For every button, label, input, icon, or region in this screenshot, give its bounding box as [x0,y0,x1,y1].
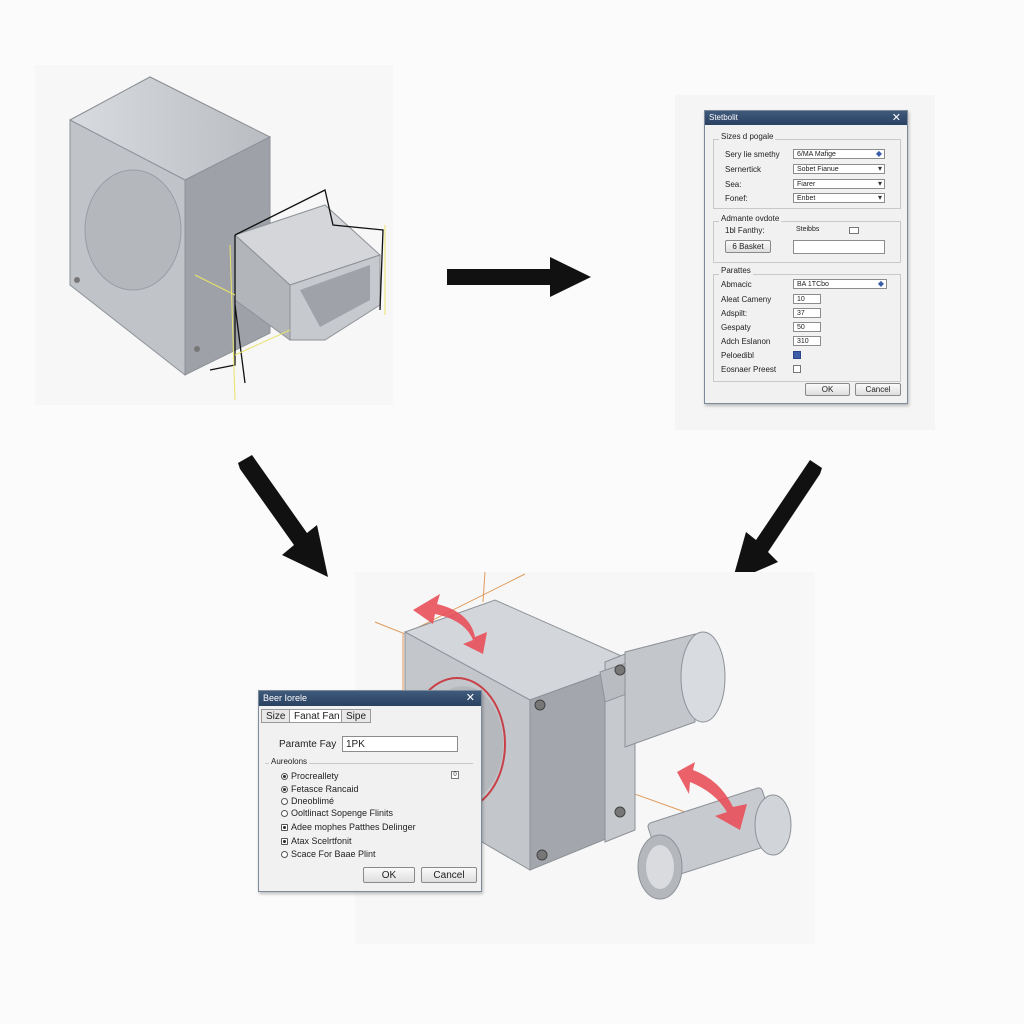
ok-button[interactable]: OK [363,867,415,883]
group-advanced-title: Admante ovdote [719,214,782,223]
row-label: Gespaty [721,323,751,332]
group-options [265,763,473,868]
basket-button[interactable]: 6 Basket [725,240,771,253]
dropdown-field[interactable]: Fiarer [793,179,885,189]
parameter-dialog[interactable]: Beer Iorele ✕ Size Fanat Fan Sipe Paramt… [258,690,482,892]
dialog-title: Stetbolit [709,113,738,122]
checkbox[interactable] [281,838,288,846]
group-parameters [713,274,901,382]
group-options-title: Aureolons [269,757,310,766]
check-label: Eosnaer Preest [721,365,777,374]
side-checkbox[interactable]: 0 [451,771,459,779]
option-label: Adee mophes Patthes Delinger [291,822,416,832]
row-label: Adch Eslanon [721,337,771,346]
radio-button[interactable] [281,798,288,806]
checkbox[interactable] [793,351,801,359]
group-size [713,139,901,209]
cancel-button[interactable]: Cancel [855,383,901,396]
arrow-down-right-icon [238,455,328,577]
row-label: Sea: [725,180,742,189]
param-label: Paramte Fay [279,739,337,750]
cad-model-original[interactable] [35,65,393,405]
radio-button[interactable] [281,773,288,781]
radio-button[interactable] [281,810,288,818]
option-item[interactable]: Adee mophes Patthes Delinger [281,822,416,832]
number-field[interactable]: 310 [793,336,821,346]
duct-housing-illustration [68,76,386,401]
tab-fanat-fan[interactable]: Fanat Fan [289,709,345,723]
side-checkbox-label: 0 [453,772,457,778]
tab-sipe[interactable]: Sipe [341,709,372,723]
close-icon[interactable]: ✕ [891,112,901,124]
slider-field[interactable]: Steibbs [793,225,861,235]
arrow-down-left-icon [732,460,822,582]
radio-button[interactable] [281,786,288,794]
radio-button[interactable] [281,851,288,859]
number-field[interactable]: 10 [793,294,821,304]
dropdown-field[interactable]: BA 1TCbo [793,279,887,289]
group-parameters-title: Parattes [719,266,753,275]
option-item[interactable]: Fetasce Rancaid [281,784,359,794]
number-field[interactable]: 50 [793,322,821,332]
check-label: Peloedibl [721,351,754,360]
row-label: Fonef: [725,194,748,203]
checkbox[interactable] [793,365,801,373]
option-label: Fetasce Rancaid [291,784,359,794]
dropdown-field[interactable]: Enbet [793,193,885,203]
option-item[interactable]: Atax Scelrtfonit [281,836,352,846]
row-label: Sernertick [725,165,762,174]
row-label: Adspilt: [721,309,748,318]
slider-value: Steibbs [796,226,820,233]
option-label: Dneoblimé [291,796,335,806]
dropdown-field[interactable]: 6/MA Mafige [793,149,885,159]
text-field[interactable] [793,240,885,254]
row-label: 1bl Fanthy: [725,226,765,235]
dialog-titlebar[interactable]: Beer Iorele ✕ [259,691,481,706]
group-size-title: Sizes d pogale [719,132,776,141]
option-label: Atax Scelrtfonit [291,836,352,846]
option-label: Scace For Baae Plint [291,849,376,859]
row-label: Aleat Cameny [721,295,772,304]
number-field[interactable]: 37 [793,308,821,318]
checkbox[interactable] [281,824,288,832]
slider-handle[interactable] [849,227,859,234]
group-advanced [713,221,901,263]
close-icon[interactable]: ✕ [465,692,475,704]
option-label: Procreallety [291,771,339,781]
cancel-button[interactable]: Cancel [421,867,477,883]
dialog-title: Beer Iorele [263,693,308,703]
properties-dialog[interactable]: Stetbolit ✕ Sizes d pogale Sery lie smet… [704,110,908,404]
arrow-right-icon [447,257,591,297]
row-label: Abmacic [721,280,752,289]
dialog-titlebar[interactable]: Stetbolit ✕ [705,111,907,125]
option-item[interactable]: Ooltlinact Sopenge Flinits [281,808,393,818]
row-label: Sery lie smethy [725,150,780,159]
option-label: Ooltlinact Sopenge Flinits [291,808,394,818]
option-item[interactable]: Scace For Baae Plint [281,849,376,859]
ok-button[interactable]: OK [805,383,850,396]
tab-size[interactable]: Size [261,709,291,723]
option-item[interactable]: Procreallety [281,771,339,781]
dropdown-field[interactable]: Sobet Fianue [793,164,885,174]
option-item[interactable]: Dneoblimé [281,796,334,806]
param-input[interactable]: 1PK [342,736,458,752]
